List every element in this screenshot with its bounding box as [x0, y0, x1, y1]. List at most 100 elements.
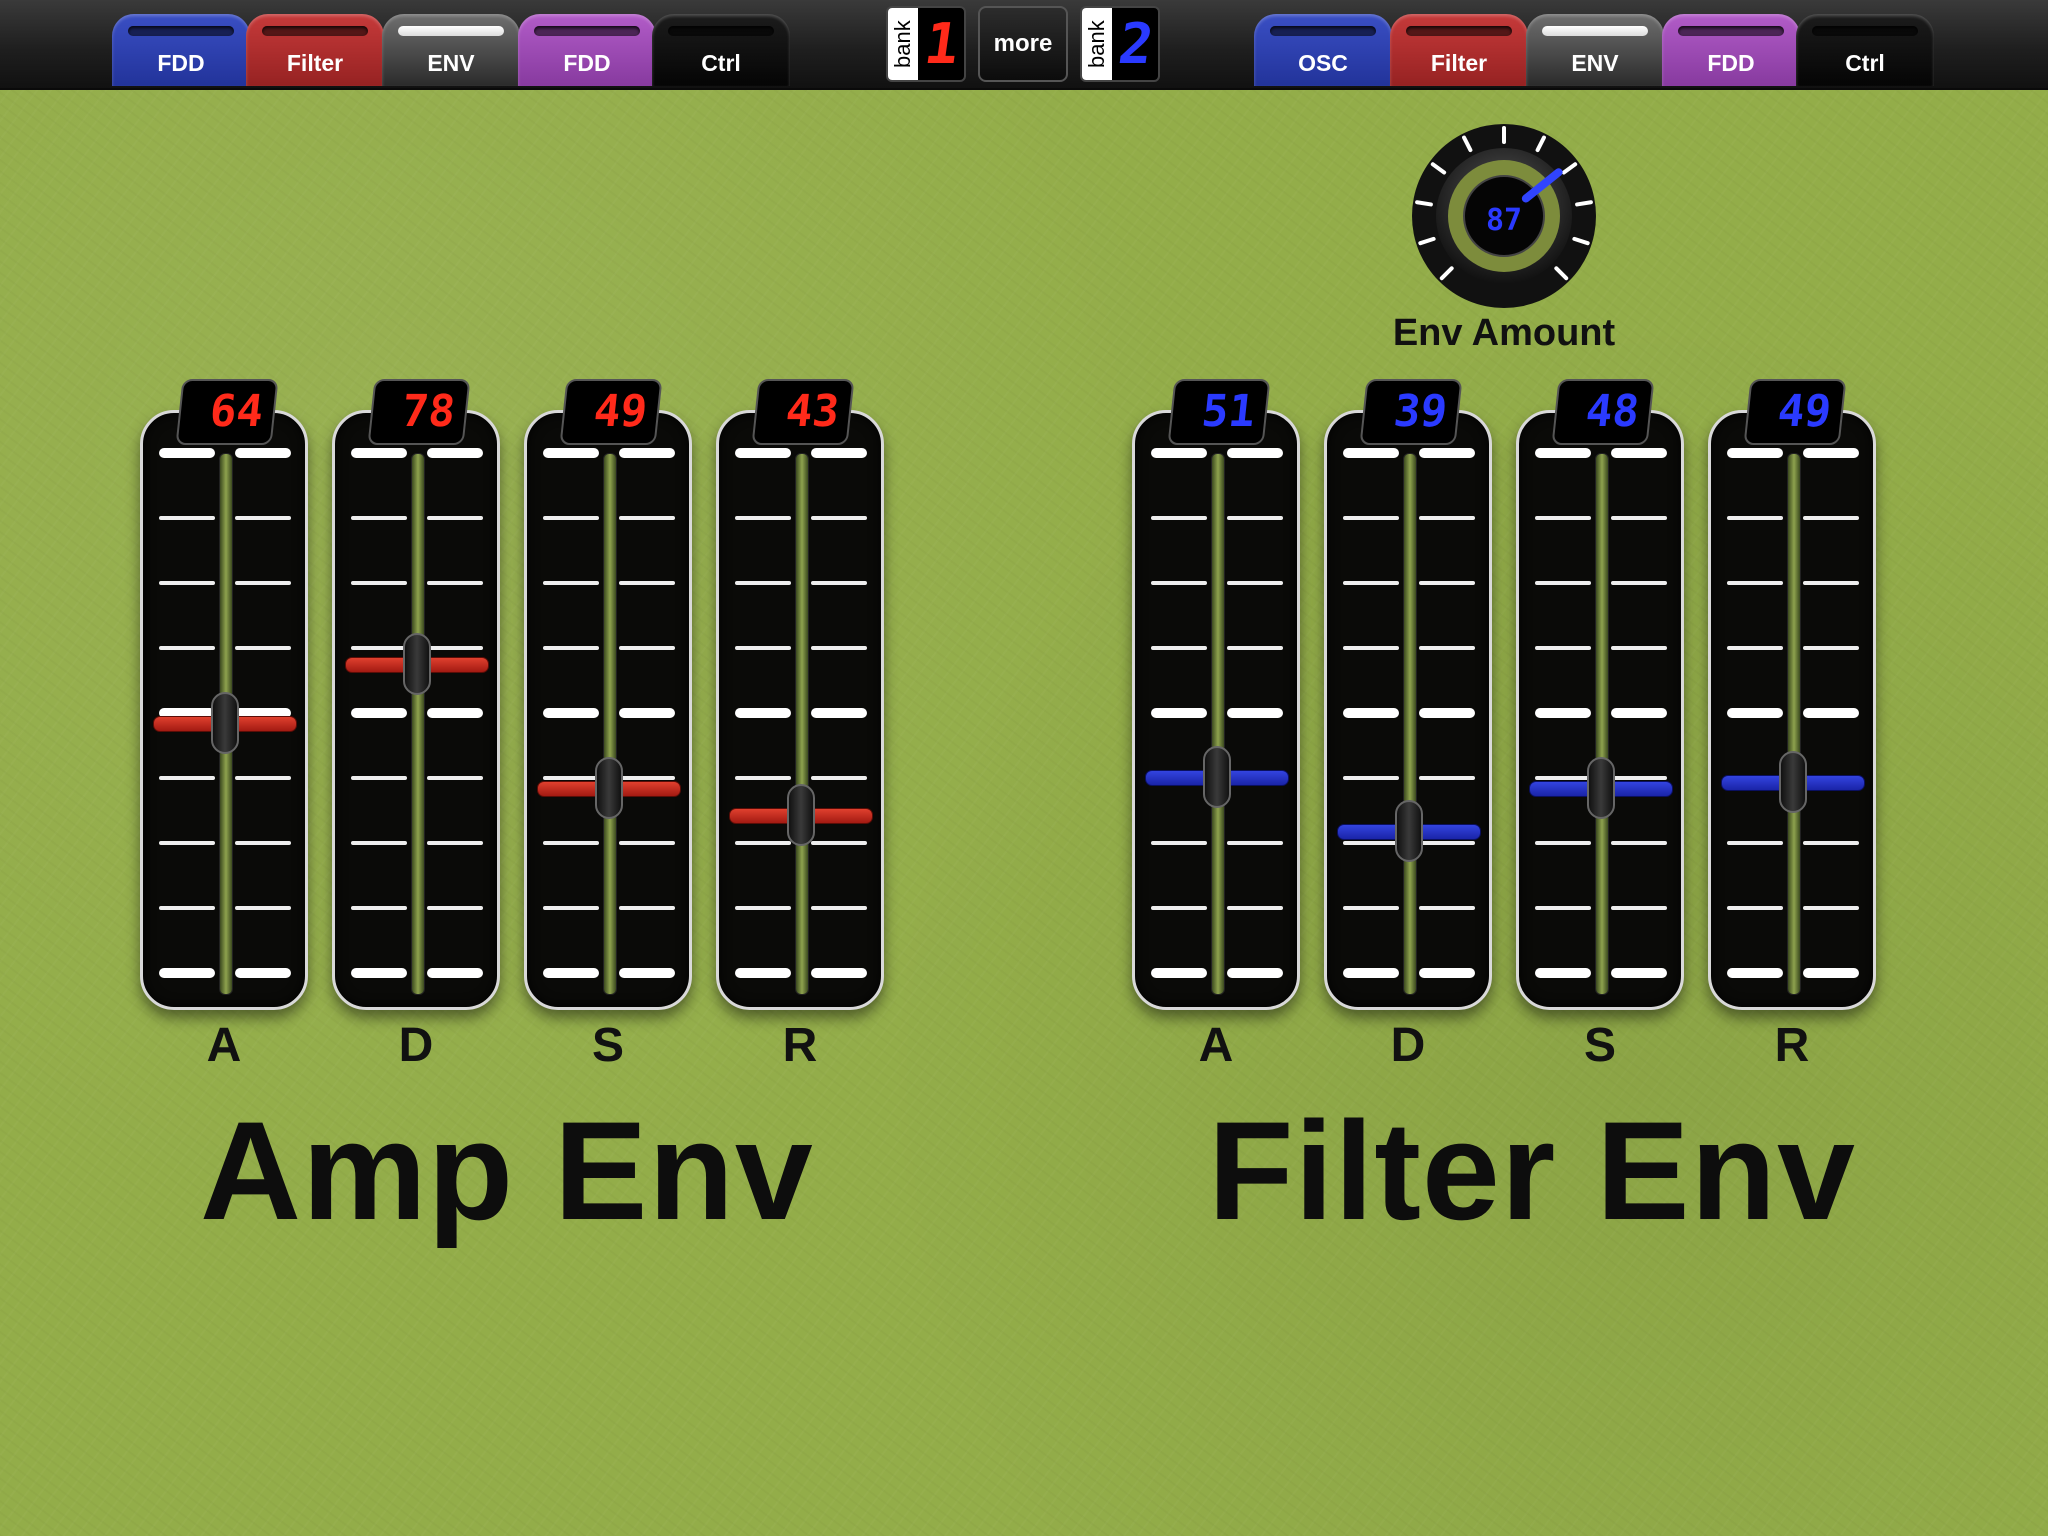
- tab-right-ctrl[interactable]: Ctrl: [1796, 14, 1934, 86]
- fader-track[interactable]: [411, 453, 425, 995]
- filter-fader-d-readout: 39: [1359, 379, 1463, 445]
- env-amount-label: Env Amount: [1392, 312, 1616, 354]
- fader-track[interactable]: [1787, 453, 1801, 995]
- fader-tick: [235, 646, 291, 650]
- fader-knob-icon[interactable]: [403, 632, 431, 695]
- amp-fader-d-label: D: [398, 1019, 434, 1072]
- fader-knob-icon[interactable]: [787, 783, 815, 846]
- amp-fader-r-readout: 43: [751, 379, 855, 445]
- dial-tick: [1462, 135, 1473, 153]
- filter-fader-r-readout: 49: [1743, 379, 1847, 445]
- fader-tick: [735, 448, 791, 458]
- filter-fader-d-label: D: [1390, 1019, 1426, 1072]
- env-amount-dial[interactable]: 87: [1410, 122, 1598, 310]
- fader-tick: [619, 708, 675, 718]
- fader-tick: [1419, 776, 1475, 780]
- fader-tick: [427, 646, 483, 650]
- fader-tick: [1343, 776, 1399, 780]
- fader-tick: [351, 581, 407, 585]
- fader-knob-icon[interactable]: [595, 756, 623, 819]
- fader-tick: [811, 646, 867, 650]
- bank-2-selector[interactable]: bank 2: [1080, 6, 1160, 82]
- fader-tick: [1535, 841, 1591, 845]
- fader-tick: [1611, 581, 1667, 585]
- fader-tick: [1227, 516, 1283, 520]
- fader-tick: [351, 708, 407, 718]
- fader-tick: [159, 776, 215, 780]
- fader-tick: [1535, 581, 1591, 585]
- filter-fader-s-label: S: [1583, 1019, 1616, 1072]
- fader-tick: [1611, 516, 1667, 520]
- filter-fader-d[interactable]: 39: [1324, 379, 1492, 1010]
- bank-1-number: 1: [920, 11, 964, 77]
- fader-track[interactable]: [795, 453, 809, 995]
- fader-knob-icon[interactable]: [211, 692, 239, 754]
- fader-tick: [735, 776, 791, 780]
- fader-track[interactable]: [603, 453, 617, 995]
- fader-tick: [619, 906, 675, 910]
- filter-fader-s[interactable]: 48: [1516, 379, 1684, 1010]
- fader-tick: [1419, 516, 1475, 520]
- tab-left-fdd[interactable]: FDD: [112, 14, 250, 86]
- fader-tick: [1803, 448, 1859, 458]
- fader-tick: [1227, 581, 1283, 585]
- fader-tick: [619, 581, 675, 585]
- fader-tick: [1535, 516, 1591, 520]
- fader-tick: [351, 646, 407, 650]
- tab-right-osc[interactable]: OSC: [1254, 14, 1392, 86]
- fader-track[interactable]: [1211, 453, 1225, 995]
- amp-fader-s-readout: 49: [559, 379, 663, 445]
- fader-tick: [811, 708, 867, 718]
- fader-tick: [1343, 448, 1399, 458]
- fader-tick: [1227, 841, 1283, 845]
- amp-fader-s[interactable]: 49: [524, 379, 692, 1010]
- fader-tick: [1343, 841, 1399, 845]
- tab-left-filter[interactable]: Filter: [246, 14, 384, 86]
- fader-tick: [1803, 708, 1859, 718]
- fader-tick: [1535, 968, 1591, 978]
- fader-tick: [1803, 841, 1859, 845]
- fader-tick: [235, 906, 291, 910]
- tab-left-ctrl[interactable]: Ctrl: [652, 14, 790, 86]
- tab-left-env[interactable]: ENV: [382, 14, 520, 86]
- fader-tick: [159, 906, 215, 910]
- fader-tick: [235, 841, 291, 845]
- fader-knob-icon[interactable]: [1779, 751, 1807, 814]
- fader-tick: [1535, 448, 1591, 458]
- tab-right-env[interactable]: ENV: [1526, 14, 1664, 86]
- fader-tick: [735, 841, 791, 845]
- amp-fader-a[interactable]: 64: [140, 379, 308, 1010]
- fader-tick: [235, 968, 291, 978]
- env-amount-value: 87: [1486, 203, 1522, 238]
- bank-1-selector[interactable]: bank 1: [886, 6, 966, 82]
- fader-tick: [1727, 708, 1783, 718]
- fader-tick: [543, 708, 599, 718]
- bank-2-label: bank: [1082, 8, 1112, 80]
- fader-tick: [235, 581, 291, 585]
- fader-track[interactable]: [1595, 453, 1609, 995]
- fader-knob-icon[interactable]: [1587, 756, 1615, 819]
- more-button[interactable]: more: [978, 6, 1068, 82]
- fader-tick: [735, 646, 791, 650]
- filter-fader-r[interactable]: 49: [1708, 379, 1876, 1010]
- fader-track[interactable]: [1403, 453, 1417, 995]
- fader-tick: [1727, 448, 1783, 458]
- fader-tick: [1727, 516, 1783, 520]
- amp-fader-r[interactable]: 43: [716, 379, 884, 1010]
- fader-tick: [619, 968, 675, 978]
- dial-tick: [1554, 266, 1569, 281]
- tab-right-filter[interactable]: Filter: [1390, 14, 1528, 86]
- fader-knob-icon[interactable]: [1395, 800, 1423, 862]
- fader-tick: [811, 448, 867, 458]
- tab-left-fdd-2[interactable]: FDD: [518, 14, 656, 86]
- bank-2-number: 2: [1114, 11, 1158, 77]
- fader-tick: [543, 968, 599, 978]
- amp-fader-d[interactable]: 78: [332, 379, 500, 1010]
- fader-tick: [427, 581, 483, 585]
- filter-fader-a[interactable]: 51: [1132, 379, 1300, 1010]
- fader-knob-icon[interactable]: [1203, 746, 1231, 808]
- fader-tick: [1611, 906, 1667, 910]
- tab-right-fdd[interactable]: FDD: [1662, 14, 1800, 86]
- fader-tick: [1535, 906, 1591, 910]
- fader-tick: [351, 516, 407, 520]
